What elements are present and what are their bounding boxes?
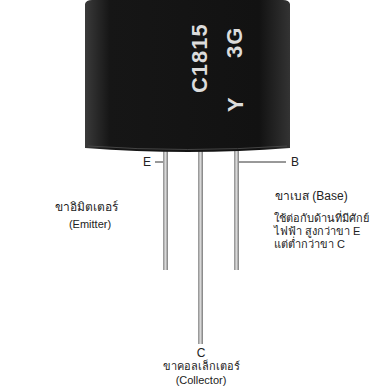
pin-label: ขาเบส (Base) [275,189,348,203]
pin-name: B [291,155,299,169]
leader-line [155,162,163,163]
transistor-body [85,0,290,152]
pin-label: ขาอิมิตเตอร์ [55,200,118,214]
pin-label: (Collector) [176,374,227,387]
emitter-leg [163,148,168,270]
pin-note: ใช้ต่อกับด้านที่มีศักย์ไฟฟ้า สูงกว่าขา E… [274,212,370,252]
part-marking: C1815 [187,23,213,93]
collector-leg [198,148,203,344]
pin-name: E [143,155,151,169]
pin-label: (Emitter) [69,218,111,231]
body-edge [88,146,287,150]
pin-label: ขาคอลเล็กเตอร์ [163,360,240,373]
base-leg [234,148,239,270]
leader-line [239,162,286,163]
part-marking: Y [223,96,249,112]
part-marking: 3G [223,26,249,57]
pin-name: C [197,346,206,360]
